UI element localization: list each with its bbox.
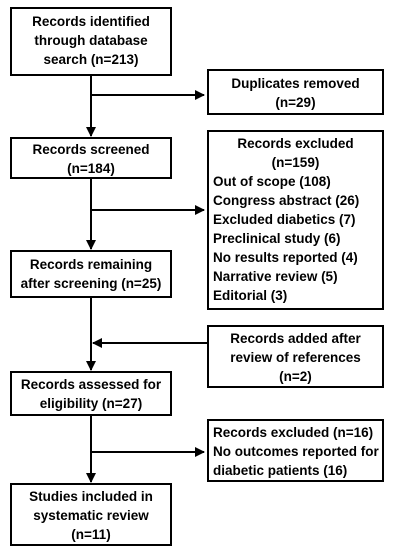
records-assessed-line-1: Records assessed for <box>20 377 162 392</box>
records-remaining-box: Records remaining after screening (n=25) <box>10 250 172 298</box>
records-excluded-16-box: Records excluded (n=16) No outcomes repo… <box>207 419 384 482</box>
records-excluded-16-line-2: No outcomes reported for <box>213 444 379 459</box>
duplicates-removed-line-1: Duplicates removed <box>231 76 360 91</box>
exclusion-reason-out-of-scope: Out of scope (108) <box>213 174 331 189</box>
records-added-line-3: (n=2) <box>279 369 312 384</box>
duplicates-removed-box: Duplicates removed (n=29) <box>207 69 384 115</box>
records-identified-box: Records identified through database sear… <box>10 7 172 76</box>
exclusion-reason-excluded-diabetics: Excluded diabetics (7) <box>213 212 356 227</box>
records-excluded-159-header-1: Records excluded <box>237 136 354 151</box>
exclusion-reason-editorial: Editorial (3) <box>213 288 288 303</box>
studies-included-line-2: systematic review <box>33 508 149 523</box>
records-identified-line-3: search (n=213) <box>43 52 139 67</box>
records-excluded-159-header-2: (n=159) <box>271 155 320 170</box>
exclusion-reason-congress-abstract: Congress abstract (26) <box>213 193 360 208</box>
records-excluded-16-line-3: diabetic patients (16) <box>213 463 348 478</box>
records-remaining-line-2: after screening (n=25) <box>20 276 162 291</box>
records-added-box: Records added after review of references… <box>207 325 384 388</box>
records-remaining-line-1: Records remaining <box>29 257 153 272</box>
records-assessed-box: Records assessed for eligibility (n=27) <box>10 371 172 416</box>
records-assessed-line-2: eligibility (n=27) <box>39 396 143 411</box>
duplicates-removed-line-2: (n=29) <box>275 95 316 110</box>
records-screened-box: Records screened (n=184) <box>10 137 172 179</box>
records-added-line-2: review of references <box>230 350 361 365</box>
records-added-line-1: Records added after <box>230 331 361 346</box>
studies-included-line-1: Studies included in <box>29 489 153 504</box>
records-excluded-16-line-1: Records excluded (n=16) <box>213 425 374 440</box>
records-excluded-159-box: Records excluded (n=159) Out of scope (1… <box>207 130 384 310</box>
records-identified-line-2: through database <box>34 33 148 48</box>
records-screened-line-2: (n=184) <box>67 161 115 176</box>
exclusion-reason-preclinical-study: Preclinical study (6) <box>213 231 341 246</box>
studies-included-box: Studies included in systematic review (n… <box>10 483 172 546</box>
exclusion-reason-no-results-reported: No results reported (4) <box>213 250 358 265</box>
records-screened-line-1: Records screened <box>32 142 150 157</box>
exclusion-reason-narrative-review: Narrative review (5) <box>213 269 338 284</box>
studies-included-line-3: (n=11) <box>71 527 111 542</box>
records-identified-line-1: Records identified <box>32 14 150 29</box>
